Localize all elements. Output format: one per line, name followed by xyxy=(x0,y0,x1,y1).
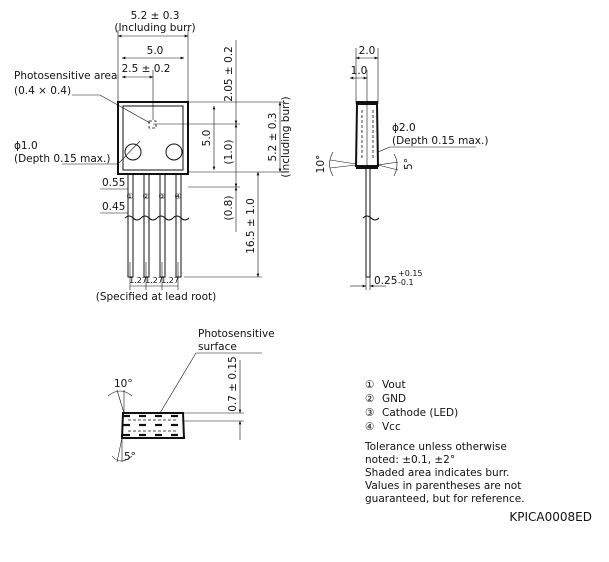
leader-line xyxy=(377,146,476,153)
package-body xyxy=(117,101,189,175)
drawing-code: KPICA0008ED xyxy=(509,510,592,524)
lead-number: ④ xyxy=(174,192,181,201)
side-hole-depth: (Depth 0.15 max.) xyxy=(392,135,488,147)
side-offset-label: 1.0 xyxy=(351,65,368,77)
overall-width-note: (Including burr) xyxy=(114,22,195,34)
burr-marks xyxy=(123,414,178,437)
dim-0-8-label: (0.8) xyxy=(223,196,235,221)
leads xyxy=(124,173,190,278)
mold-hole-right xyxy=(165,143,183,161)
hole-depth-label: (Depth 0.15 max.) xyxy=(14,153,110,165)
lead-number: ② xyxy=(142,192,149,201)
surface-label-2: surface xyxy=(198,341,237,353)
notes: Tolerance unless otherwise noted: ±0.1, … xyxy=(364,441,525,505)
bottom-view: Photosensitive surface 10° 5° xyxy=(107,328,275,463)
side-angle-b: 5° xyxy=(403,158,415,170)
legend-label: Vout xyxy=(382,379,406,391)
body-width-label: 5.0 xyxy=(147,45,164,57)
note-line: Shaded area indicates burr. xyxy=(365,467,510,479)
pitch-label: 1.27 xyxy=(145,276,163,285)
legend-num: ① xyxy=(365,379,374,391)
height-incl-label: 5.2 ± 0.3 xyxy=(267,113,279,162)
angle-line xyxy=(329,164,357,169)
angle-arc xyxy=(329,151,334,177)
note-line: guaranteed, but for reference. xyxy=(365,493,525,505)
break-mark xyxy=(172,215,190,221)
break-mark xyxy=(124,215,142,221)
overall-width-label: 5.2 ± 0.3 xyxy=(131,10,180,22)
lead-width-label: 0.55 xyxy=(102,177,125,189)
package-inner xyxy=(122,105,184,171)
mold-hole-left xyxy=(124,143,142,161)
lead xyxy=(127,173,134,278)
angle-line xyxy=(116,389,125,414)
surface-label: Photosensitive xyxy=(198,328,275,340)
side-view: 2.0 1.0 ϕ2.0 (Depth 0.15 max.) 10° 5° 0.… xyxy=(315,45,488,290)
note-line: Tolerance unless otherwise xyxy=(364,441,507,453)
bottom-angle-a: 10° xyxy=(114,378,133,390)
break-mark xyxy=(362,215,380,221)
dim-1-0-label: (1.0) xyxy=(223,140,235,165)
lead xyxy=(143,173,150,278)
front-view: 5.2 ± 0.3 (Including burr) 5.0 2.5 ± 0.2… xyxy=(14,10,292,303)
angle-line xyxy=(329,159,357,165)
leader-line xyxy=(62,140,141,165)
legend-num: ④ xyxy=(365,421,374,433)
body-height-label: 5.0 xyxy=(201,130,213,147)
angle-arc xyxy=(393,153,398,177)
lead-number: ① xyxy=(126,192,133,201)
hole-dia-label: ϕ1.0 xyxy=(14,140,38,152)
angle-line xyxy=(377,161,399,166)
photosensitive-area-label: Photosensitive area xyxy=(14,70,117,82)
height-incl-note: (Including burr) xyxy=(280,96,292,177)
bottom-depth-label: 0.7 ± 0.15 xyxy=(227,356,239,412)
lead-number: ③ xyxy=(158,192,165,201)
note-line: Values in parentheses are not xyxy=(365,480,521,492)
pitch-note: (Specified at lead root) xyxy=(96,291,217,303)
photosensitive-area-size: (0.4 × 0.4) xyxy=(14,85,71,97)
note-line: noted: ±0.1, ±2° xyxy=(365,454,455,466)
photosensitive-area xyxy=(148,120,157,129)
angle-line xyxy=(116,437,123,463)
legend-label: Cathode (LED) xyxy=(382,407,458,419)
leader-line xyxy=(72,94,151,124)
side-angle-a: 10° xyxy=(315,155,327,174)
lead xyxy=(159,173,166,278)
bottom-body xyxy=(120,412,186,439)
break-mark xyxy=(140,215,158,221)
side-lead-tol-minus: -0.1 xyxy=(398,278,414,287)
angle-arc xyxy=(107,390,133,397)
angle-arc xyxy=(111,455,133,462)
pitch-label: 1.27 xyxy=(161,276,179,285)
legend-label: Vcc xyxy=(382,421,401,433)
leader-line xyxy=(159,352,262,414)
side-lead-dim: 0.25 xyxy=(374,275,397,287)
bottom-angle-b: 5° xyxy=(124,451,136,463)
pin-legend: ① Vout ② GND ③ Cathode (LED) ④ Vcc xyxy=(365,379,458,433)
angle-line xyxy=(377,164,399,171)
break-mark xyxy=(156,215,174,221)
lead xyxy=(175,173,182,278)
top-offset-label: 2.05 ± 0.2 xyxy=(223,46,235,102)
pitch-label: 1.27 xyxy=(129,276,147,285)
legend-label: GND xyxy=(382,393,406,405)
side-lead-tol-plus: +0.15 xyxy=(398,269,423,278)
side-lead xyxy=(365,166,371,278)
legend-num: ② xyxy=(365,393,374,405)
lead-thick-label: 0.45 xyxy=(102,201,125,213)
side-hole-dia: ϕ2.0 xyxy=(392,122,416,134)
legend-num: ③ xyxy=(365,407,374,419)
lead-length-label: 16.5 ± 1.0 xyxy=(245,198,257,254)
side-width-label: 2.0 xyxy=(359,45,376,57)
area-offset-label: 2.5 ± 0.2 xyxy=(122,63,171,75)
